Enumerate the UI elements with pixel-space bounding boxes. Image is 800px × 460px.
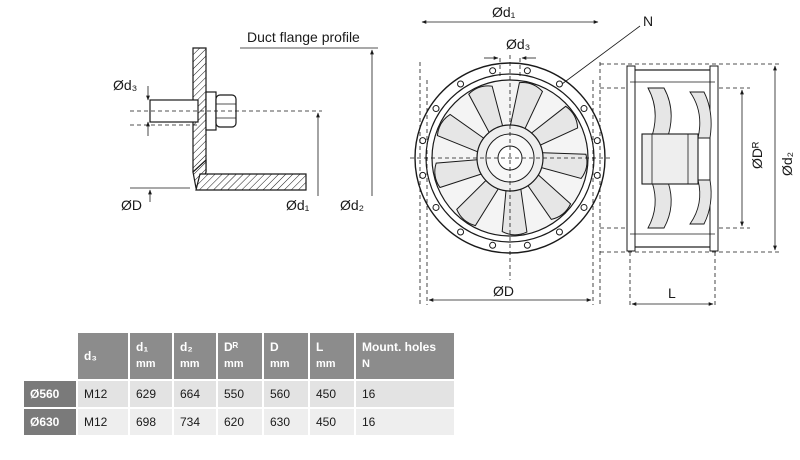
- mounting-hole: [489, 67, 497, 75]
- fan-blade: [538, 152, 588, 180]
- table-cell: 450: [310, 409, 354, 435]
- fan-front-view: Ød₁ Ød₃ N ØD: [410, 4, 780, 305]
- mounting-hole: [580, 105, 588, 113]
- row-label: Ø560: [24, 381, 76, 407]
- mounting-hole: [419, 137, 427, 145]
- header-corner: [24, 333, 76, 379]
- fan-side-view: ØDᴿ Ød₂ L: [626, 65, 795, 308]
- row-label: Ø630: [24, 409, 76, 435]
- mounting-hole: [555, 228, 563, 236]
- fan-blade: [436, 113, 487, 154]
- label-d1-flange: Ød₁: [286, 197, 310, 213]
- fan-blade: [528, 105, 579, 147]
- label-D-flange: ØD: [121, 197, 142, 213]
- label-DR: ØDᴿ: [749, 141, 765, 169]
- fan-dimension-drawing: Duct flange profile Ød₃ ØD Ød₁ Ød₂: [113, 4, 795, 308]
- mounting-hole: [432, 203, 440, 211]
- mounting-hole: [523, 241, 531, 249]
- table-row: Ø630 M12 698 734 620 630 450 16: [24, 409, 454, 435]
- header-d3: d₃: [78, 333, 128, 379]
- label-L: L: [668, 285, 676, 301]
- table-cell: 450: [310, 381, 354, 407]
- mounting-hole: [523, 67, 531, 75]
- table-cell: 664: [174, 381, 216, 407]
- flange-profile-title: Duct flange profile: [247, 29, 360, 45]
- label-d2-side: Ød₂: [779, 152, 795, 176]
- label-d3-front: Ød₃: [506, 36, 530, 52]
- flange-profile-detail: Duct flange profile Ød₃ ØD Ød₁ Ød₂: [113, 29, 378, 213]
- table-cell: M12: [78, 409, 128, 435]
- label-d1-front: Ød₁: [492, 4, 516, 20]
- mounting-hole: [489, 241, 497, 249]
- fan-blade: [434, 158, 485, 189]
- table-cell: 630: [264, 409, 308, 435]
- label-N: N: [643, 13, 653, 29]
- table-cell: 698: [130, 409, 172, 435]
- table-cell: 16: [356, 409, 454, 435]
- fan-blade: [525, 172, 572, 220]
- table-row: Ø560 M12 629 664 550 560 450 16: [24, 381, 454, 407]
- table-cell: 16: [356, 381, 454, 407]
- table-cell: M12: [78, 381, 128, 407]
- label-D-front: ØD: [493, 283, 514, 299]
- mounting-hole: [555, 80, 563, 88]
- mounting-hole: [419, 171, 427, 179]
- mounting-hole: [593, 171, 601, 179]
- label-d2-flange: Ød₂: [340, 197, 364, 213]
- mounting-hole: [457, 80, 465, 88]
- table-cell: 629: [130, 381, 172, 407]
- table-cell: 620: [218, 409, 262, 435]
- table-cell: 550: [218, 381, 262, 407]
- label-d3-flange: Ød₃: [113, 77, 137, 93]
- table-cell: 734: [174, 409, 216, 435]
- mounting-hole: [593, 137, 601, 145]
- table-cell: 560: [264, 381, 308, 407]
- fan-blade: [509, 81, 544, 132]
- fan-blade: [501, 185, 528, 236]
- mounting-hole: [432, 105, 440, 113]
- mounting-hole: [580, 203, 588, 211]
- fan-blade: [456, 177, 501, 227]
- fan-blade: [468, 85, 504, 136]
- mounting-hole: [457, 228, 465, 236]
